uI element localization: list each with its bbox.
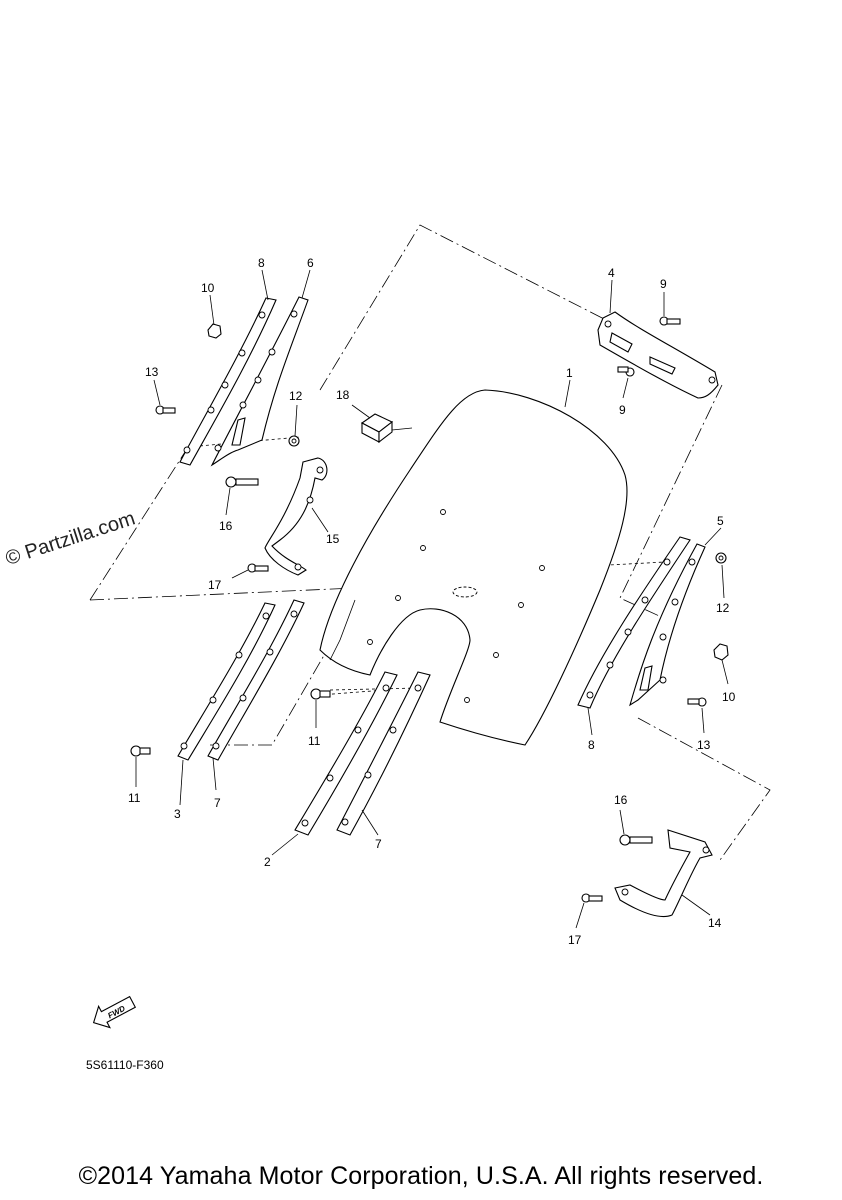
callout-18: 18 xyxy=(336,388,350,402)
callout-15: 15 xyxy=(326,532,340,546)
leader-lines xyxy=(135,269,729,929)
callout-1: 1 xyxy=(566,366,573,380)
screw-part-13-left xyxy=(155,405,176,415)
callout-8-right: 8 xyxy=(588,738,595,752)
callout-4: 4 xyxy=(608,266,615,280)
strip-part-7-center xyxy=(336,671,431,836)
copyright-notice: ©2014 Yamaha Motor Corporation, U.S.A. A… xyxy=(78,1162,764,1190)
screw-part-9-top xyxy=(659,316,681,326)
callout-10-right: 10 xyxy=(722,690,736,704)
screw-part-11-center xyxy=(310,688,331,700)
callout-10-left: 10 xyxy=(201,281,215,295)
callout-2: 2 xyxy=(264,855,271,869)
callout-17-right: 17 xyxy=(568,933,582,947)
callout-16-left: 16 xyxy=(219,519,233,533)
callout-13-right: 13 xyxy=(697,738,711,752)
strip-part-7-left xyxy=(207,599,305,761)
diagram-code: 5S61110-F360 xyxy=(86,1058,164,1072)
bracket-part-6 xyxy=(210,296,309,467)
fasteners xyxy=(130,316,729,903)
strip-part-2 xyxy=(294,671,398,836)
callout-11-left: 11 xyxy=(128,791,141,805)
callout-13-left: 13 xyxy=(145,365,159,379)
callout-7-center: 7 xyxy=(375,837,382,851)
bracket-part-8-left xyxy=(179,297,277,466)
callout-12-right: 12 xyxy=(716,601,730,615)
callouts: 1 2 3 4 5 6 7 7 8 8 9 9 10 10 11 11 12 1… xyxy=(128,256,736,947)
callout-14: 14 xyxy=(708,916,722,930)
bracket-part-8-right xyxy=(577,536,691,709)
nut-part-12-left xyxy=(288,435,300,447)
callout-6: 6 xyxy=(307,256,314,270)
callout-16-right: 16 xyxy=(614,793,628,807)
nut-part-10-left xyxy=(207,323,222,339)
screw-part-13-right xyxy=(687,697,707,707)
screw-part-11-left xyxy=(130,745,151,757)
nut-part-10-right xyxy=(713,643,729,661)
screw-part-17-right xyxy=(581,893,603,903)
bracket-part-5 xyxy=(629,543,706,707)
callout-9-lower: 9 xyxy=(619,403,626,417)
fwd-arrow-icon: FWD xyxy=(92,995,137,1029)
screw-part-17-left xyxy=(247,563,269,573)
strip-part-3 xyxy=(177,602,276,761)
stay-part-15 xyxy=(264,457,328,576)
nut-part-12-right xyxy=(715,552,727,564)
callout-9-top: 9 xyxy=(660,277,667,291)
screw-part-9-lower xyxy=(617,366,635,377)
stay-part-14 xyxy=(614,829,713,918)
bracket-part-4 xyxy=(597,311,719,399)
callout-11-center: 11 xyxy=(308,734,321,748)
bolt-part-16-left xyxy=(225,476,259,488)
callout-7-left: 7 xyxy=(214,796,221,810)
callout-3: 3 xyxy=(174,807,181,821)
callout-17-left: 17 xyxy=(208,578,222,592)
bolt-part-16-right xyxy=(619,834,653,846)
callout-12-left: 12 xyxy=(289,389,303,403)
windshield-part-1 xyxy=(319,389,628,746)
damper-part-18 xyxy=(360,413,394,444)
callout-8-left: 8 xyxy=(258,256,265,270)
callout-5: 5 xyxy=(717,514,724,528)
